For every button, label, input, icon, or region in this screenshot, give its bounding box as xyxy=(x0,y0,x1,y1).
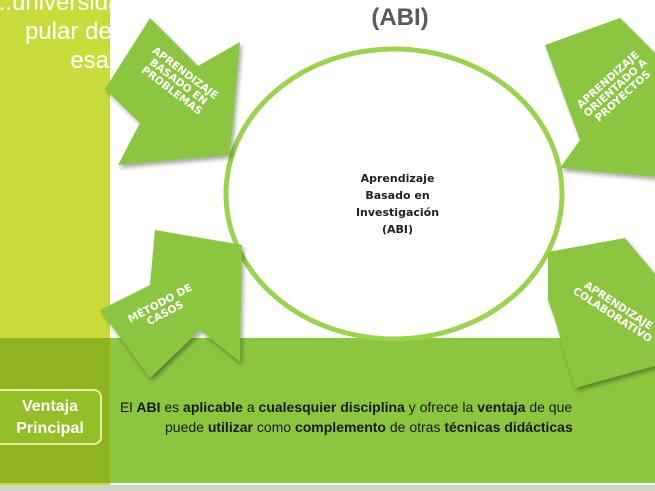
text-part: y ofrece la xyxy=(404,399,478,415)
text-part-bold: utilizar xyxy=(207,419,253,435)
text-part-bold: cualesquier disciplina xyxy=(258,399,405,415)
arrow-bottom-right xyxy=(548,238,655,388)
sentence-line-1: El ABI es aplicable a cualesquier discip… xyxy=(120,399,572,415)
text-part: es xyxy=(160,399,184,415)
text-part-bold: ABI xyxy=(136,399,161,415)
text-part: de otras xyxy=(385,419,445,435)
arrow-bottom-left xyxy=(100,230,242,378)
text-part-bold: aplicable xyxy=(183,399,243,415)
slide-title: (ABI) xyxy=(371,4,429,31)
sentence-line-2: puede utilizar como complemento de otras… xyxy=(120,417,655,437)
center-label: Aprendizaje Basado en Investigación (ABI… xyxy=(355,172,440,236)
text-part-bold: técnicas didácticas xyxy=(444,419,573,435)
content-band xyxy=(110,338,655,483)
text-part-bold: complemento xyxy=(294,419,386,435)
advantage-badge: Ventaja Principal xyxy=(0,389,102,445)
arrow-top-right xyxy=(545,18,655,177)
bottom-divider xyxy=(0,485,655,491)
arrow-top-left xyxy=(105,18,240,165)
text-part: a xyxy=(242,399,259,415)
text-part-bold: ventaja xyxy=(477,399,526,415)
advantage-sentence: El ABI es aplicable a cualesquier discip… xyxy=(120,397,655,437)
text-part: puede xyxy=(165,419,208,435)
text-part: de que xyxy=(525,399,573,415)
university-title: ...universidad pular del esar xyxy=(0,0,135,74)
text-part: como xyxy=(252,419,295,435)
center-circle xyxy=(223,46,565,342)
text-part: El xyxy=(120,399,137,415)
